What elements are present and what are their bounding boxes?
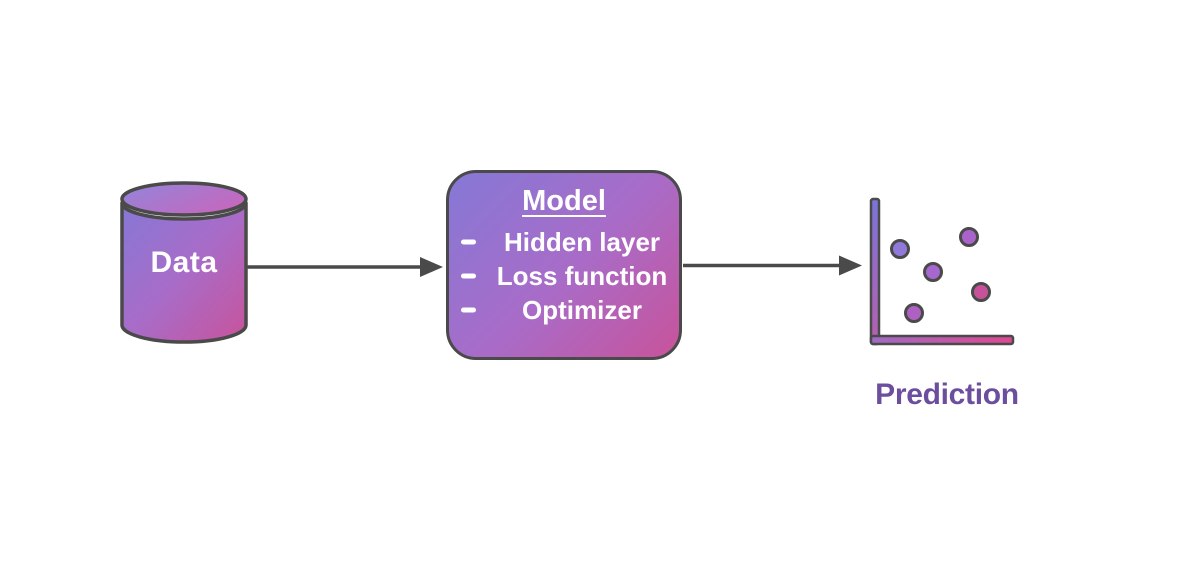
model-item-label: Loss function bbox=[496, 261, 668, 291]
database-lid bbox=[120, 181, 248, 217]
database-body bbox=[120, 201, 248, 344]
scatter-dot bbox=[890, 239, 910, 259]
arrowhead-icon bbox=[839, 255, 862, 276]
scatter-dot bbox=[971, 282, 991, 302]
scatter-x-axis bbox=[869, 334, 1015, 346]
model-item-label: Hidden layer bbox=[503, 227, 661, 257]
model-node-title: Model bbox=[522, 185, 606, 217]
model-item-label: Optimizer bbox=[522, 295, 642, 325]
model-item: Hidden layer bbox=[449, 225, 679, 259]
scatter-plot-icon bbox=[869, 197, 1015, 346]
scatter-y-axis bbox=[869, 197, 881, 346]
data-node-label: Data bbox=[150, 246, 218, 279]
database-icon bbox=[120, 181, 248, 344]
scatter-dot bbox=[923, 262, 943, 282]
bullet-dash-icon bbox=[461, 239, 476, 245]
bullet-dash-icon bbox=[461, 307, 476, 313]
arrow-data-to-model bbox=[246, 257, 443, 277]
arrowhead-icon bbox=[420, 257, 443, 277]
scatter-dot bbox=[904, 303, 924, 323]
scatter-dot bbox=[959, 227, 979, 247]
bullet-dash-icon bbox=[461, 273, 476, 279]
model-node: Model Hidden layer Loss function Optimiz… bbox=[446, 170, 682, 360]
prediction-node-label: Prediction bbox=[875, 378, 1019, 411]
model-item: Loss function bbox=[449, 259, 679, 293]
model-item: Optimizer bbox=[449, 293, 679, 327]
arrow-model-to-prediction bbox=[683, 255, 862, 276]
